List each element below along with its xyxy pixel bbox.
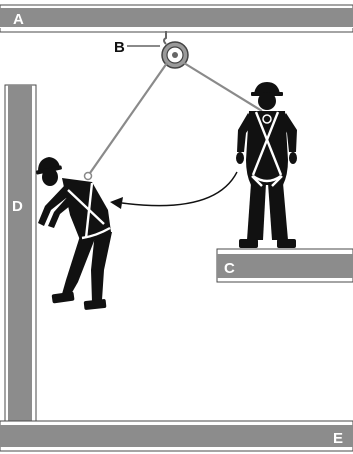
- ceiling-beam: [0, 4, 353, 33]
- standing-worker: [236, 82, 297, 248]
- lanyard-rope: [89, 62, 263, 174]
- swing-arrow: [110, 171, 238, 209]
- label-a: A: [13, 11, 24, 28]
- column: [4, 84, 37, 422]
- label-d: D: [12, 198, 23, 215]
- label-c: C: [224, 260, 235, 277]
- label-e: E: [333, 430, 343, 447]
- label-b: B: [114, 39, 125, 56]
- platform: [216, 248, 353, 283]
- swinging-worker: [36, 157, 112, 310]
- floor-beam: [0, 420, 353, 452]
- anchor-pulley: [127, 31, 189, 69]
